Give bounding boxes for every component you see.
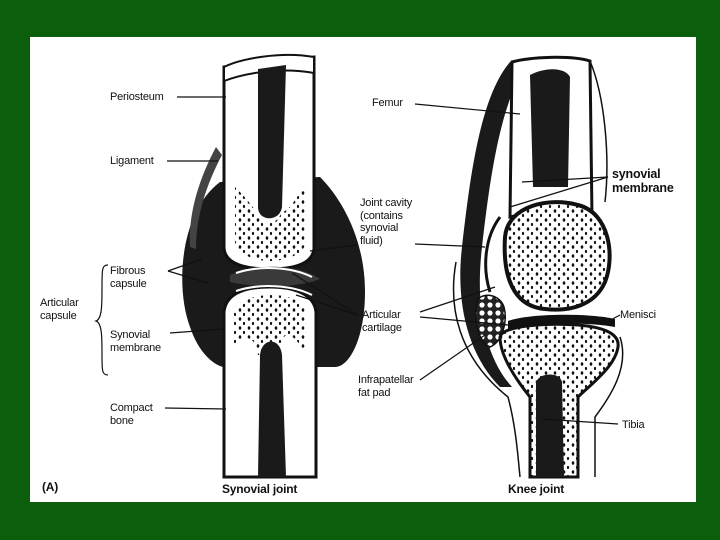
label-compact-bone: Compact bone: [110, 402, 153, 427]
figure-panel: Periosteum Ligament Fibrous capsule Arti…: [30, 37, 696, 502]
synovial-joint-drawing: [182, 55, 365, 477]
label-menisci: Menisci: [620, 309, 656, 322]
label-joint-cavity: Joint cavity (contains synovial fluid): [360, 197, 412, 247]
label-synovial-membrane-left: Synovial membrane: [110, 329, 161, 354]
label-synovial-membrane-right: synovial membrane: [612, 167, 674, 195]
label-periosteum: Periosteum: [110, 91, 164, 104]
caption-knee-joint: Knee joint: [508, 483, 564, 496]
upper-medullary-cavity: [258, 65, 286, 218]
label-fibrous-capsule: Fibrous capsule: [110, 265, 147, 290]
caption-synovial-joint: Synovial joint: [222, 483, 297, 496]
knee-joint-drawing: [454, 57, 623, 477]
label-infrapatellar-fat-pad: Infrapatellar fat pad: [358, 374, 414, 399]
tibia-medullary-cavity: [536, 375, 564, 478]
label-articular-cartilage: Articular cartilage: [362, 309, 402, 334]
label-ligament: Ligament: [110, 155, 154, 168]
label-articular-capsule: Articular capsule: [40, 297, 79, 322]
panel-letter: (A): [42, 481, 58, 494]
femur-medullary-cavity: [530, 69, 570, 187]
lower-medullary-cavity: [258, 342, 286, 478]
label-tibia: Tibia: [622, 419, 644, 432]
femur-condyle: [505, 202, 610, 310]
label-femur: Femur: [372, 97, 403, 110]
